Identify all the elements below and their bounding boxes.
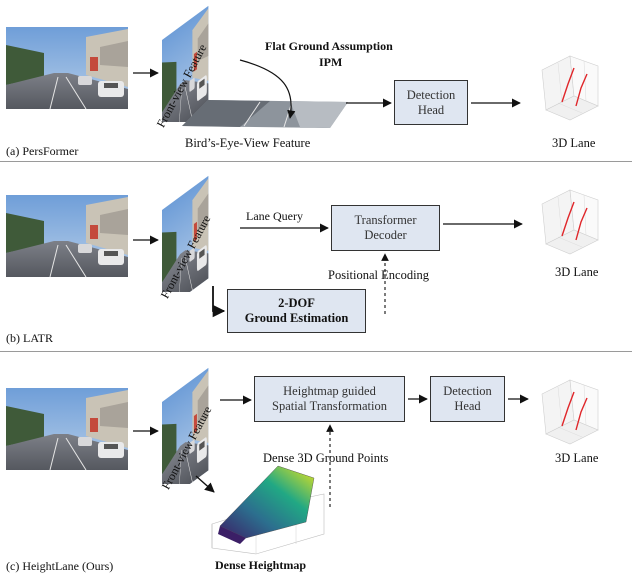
dense-heightmap-label: Dense Heightmap bbox=[215, 558, 306, 572]
panel-divider-1 bbox=[0, 161, 632, 162]
output-label: 3D Lane bbox=[552, 136, 596, 150]
transformer-decoder-line1: Transformer bbox=[354, 213, 417, 227]
transformer-decoder-box: Transformer Decoder bbox=[331, 205, 440, 251]
panel-caption: (b) LATR bbox=[6, 331, 53, 345]
arrow-feature-to-heightmap bbox=[195, 475, 215, 493]
output-label: 3D Lane bbox=[555, 451, 599, 465]
ground-estimation-line2: Ground Estimation bbox=[244, 311, 349, 325]
spatial-transformation-line2: Spatial Transformation bbox=[272, 399, 387, 413]
arrow-feature-to-ground bbox=[212, 286, 226, 318]
detection-head-line1: Detection bbox=[406, 87, 456, 102]
spatial-transformation-line1: Heightmap guided bbox=[283, 384, 376, 398]
ground-estimation-line1: 2-DOF bbox=[278, 296, 315, 310]
dense-heightmap-image bbox=[211, 465, 325, 555]
flat-ground-assumption-label: Flat Ground Assumption bbox=[265, 39, 393, 53]
detection-head-line1: Detection bbox=[443, 384, 492, 398]
panel-caption: (c) HeightLane (Ours) bbox=[6, 559, 114, 573]
positional-encoding-label: Positional Encoding bbox=[328, 268, 430, 282]
ground-estimation-box: 2-DOF Ground Estimation bbox=[227, 289, 366, 333]
detection-head-box: Detection Head bbox=[430, 376, 505, 422]
detection-head-line2: Head bbox=[417, 102, 445, 117]
bev-feature-image bbox=[182, 100, 348, 128]
panel-divider-2 bbox=[0, 351, 632, 352]
ground-points-label: Dense 3D Ground Points bbox=[263, 451, 389, 465]
bev-feature-label: Bird’s-Eye-View Feature bbox=[185, 136, 311, 150]
panel-caption: (a) PersFormer bbox=[6, 144, 79, 158]
lane-query-label: Lane Query bbox=[246, 209, 303, 223]
output-label: 3D Lane bbox=[555, 265, 599, 279]
detection-head-box: Detection Head bbox=[394, 80, 468, 125]
detection-head-line2: Head bbox=[454, 399, 481, 413]
arrow-ipm bbox=[239, 59, 296, 119]
spatial-transformation-box: Heightmap guided Spatial Transformation bbox=[254, 376, 405, 422]
transformer-decoder-line2: Decoder bbox=[364, 228, 407, 242]
ipm-label: IPM bbox=[319, 55, 343, 69]
